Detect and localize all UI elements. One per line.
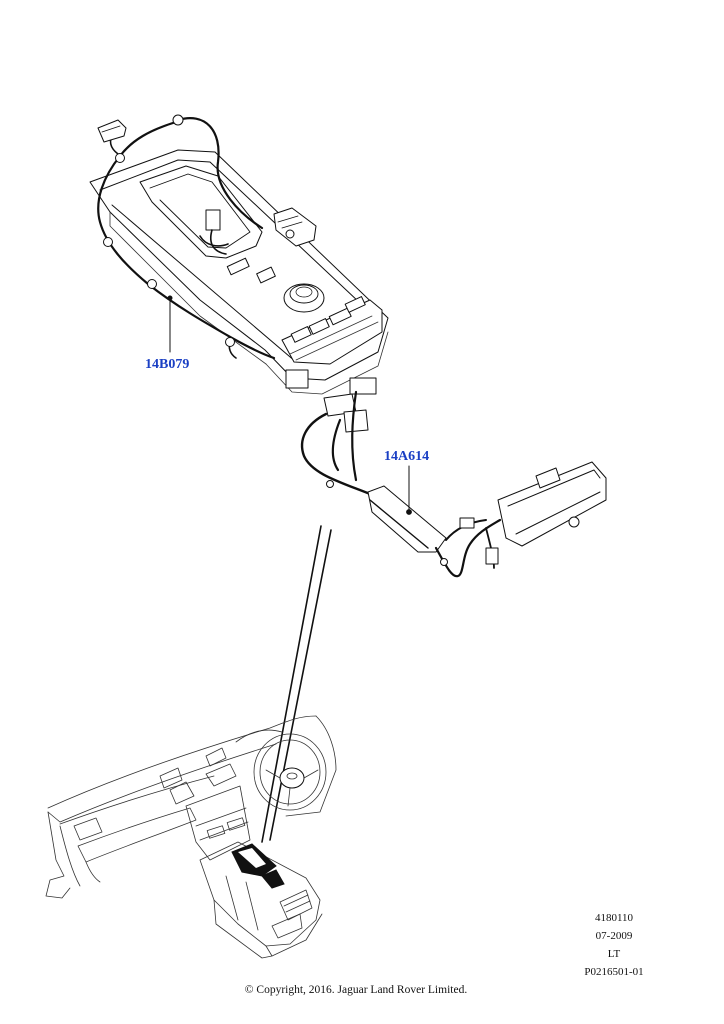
locator-lines [261, 525, 332, 843]
reference-code: 4180110 [595, 912, 634, 924]
callout-leaders [167, 295, 410, 513]
harness-14a614-drawing [285, 369, 607, 578]
copyright-notice: © Copyright, 2016. Jaguar Land Rover Lim… [245, 984, 468, 996]
reference-date: 07-2009 [596, 930, 633, 942]
dashboard-overview [45, 715, 337, 959]
callout-14b079-label[interactable]: 14B079 [145, 357, 189, 372]
console-trim-panel [89, 149, 389, 395]
reference-part-number: P0216501-01 [584, 966, 643, 978]
harness-14b079-drawing [97, 114, 317, 360]
reference-side: LT [608, 948, 621, 960]
callout-14a614-label[interactable]: 14A614 [384, 449, 429, 464]
